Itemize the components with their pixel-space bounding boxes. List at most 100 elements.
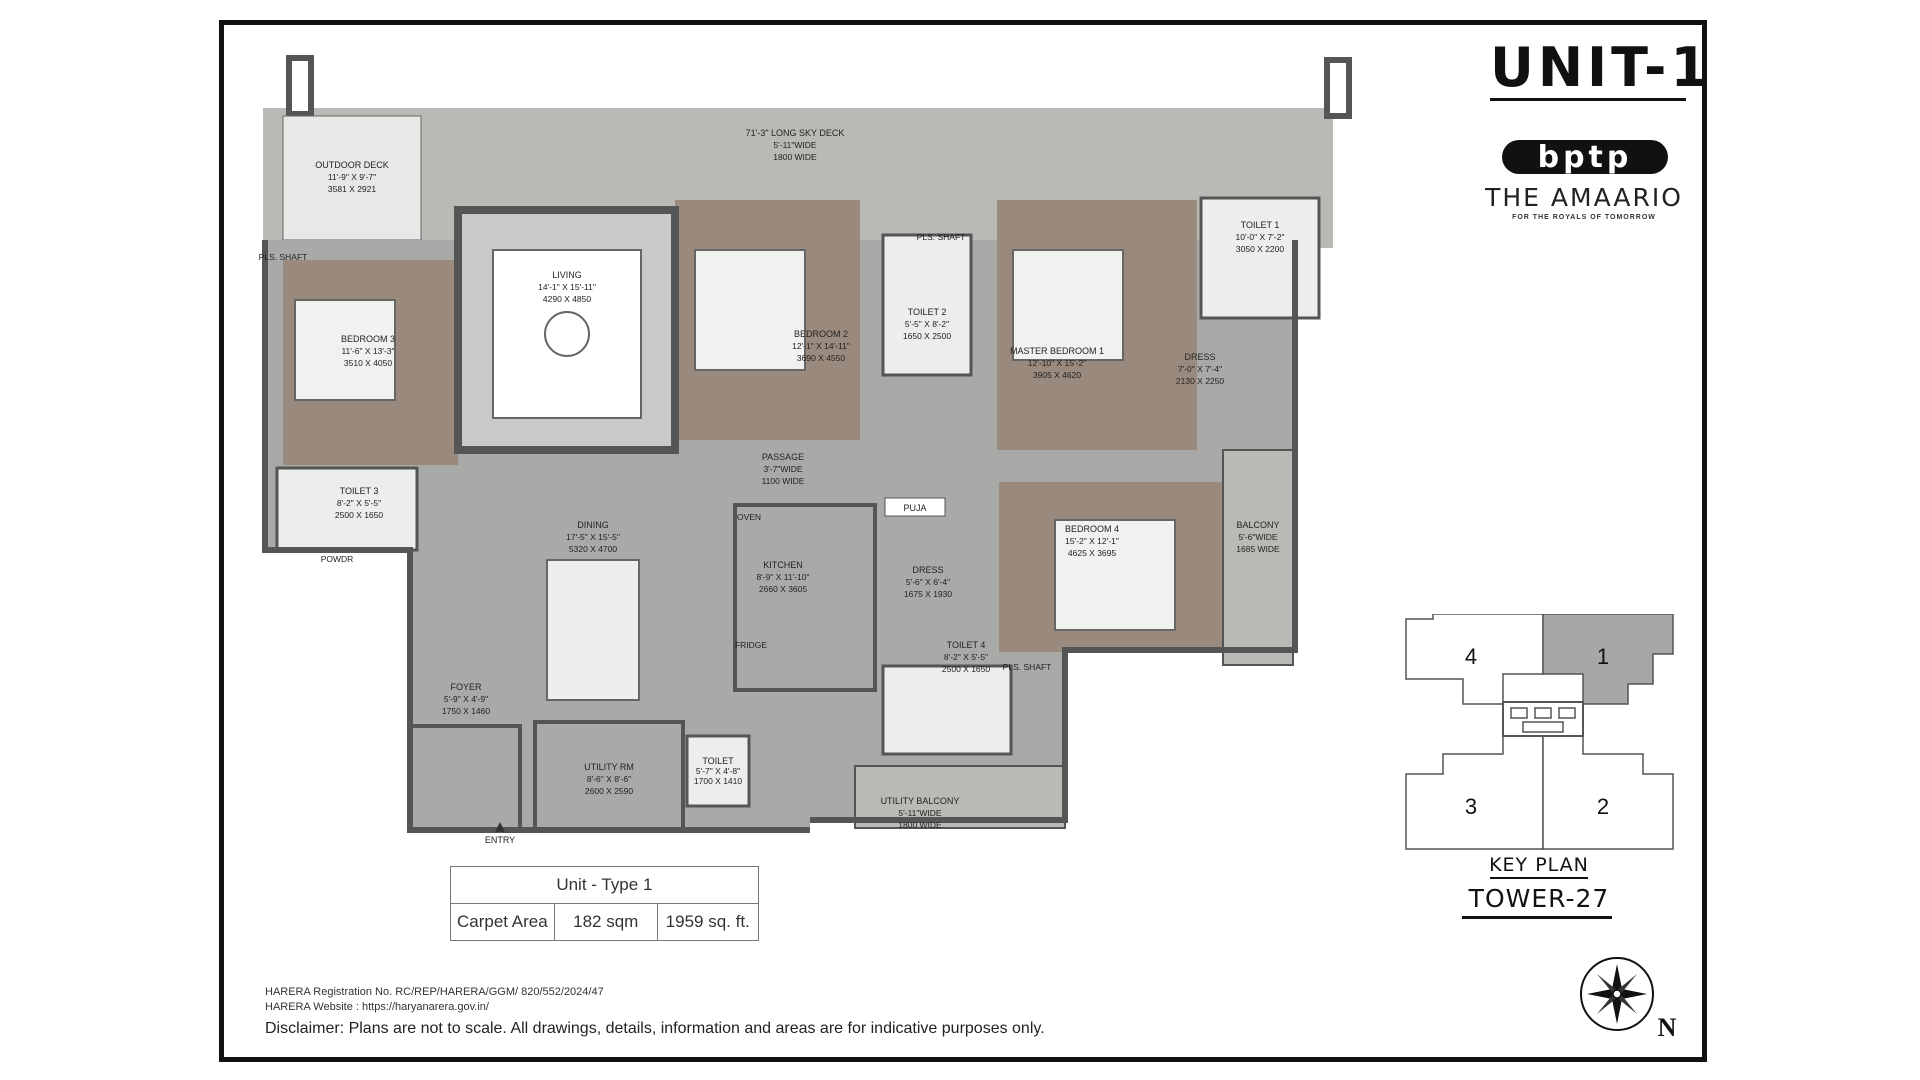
passage-label: PASSAGE: [762, 452, 804, 462]
sky-deck-dim-2: 1800 WIDE: [773, 152, 817, 162]
outer-walls: [262, 240, 1298, 833]
outdoor-deck: [282, 115, 422, 241]
dress-1-dim-2: 2130 X 2250: [1176, 376, 1224, 386]
small-toilet-dim-2: 1700 X 1410: [694, 776, 742, 786]
foyer-dim-2: 1750 X 1460: [442, 706, 490, 716]
bedroom-3-label: BEDROOM 3: [341, 334, 395, 344]
powder-label: POWDR: [321, 554, 354, 564]
living-dim-2: 4290 X 4850: [543, 294, 591, 304]
carpet-area-sqft: 1959 sq. ft.: [656, 903, 759, 941]
carpet-area-sqm: 182 sqm: [553, 903, 658, 941]
key-plan-label-3: 3: [1465, 794, 1477, 819]
passage-dim-2: 1100 WIDE: [762, 476, 805, 486]
deck-post-right: [1324, 57, 1352, 119]
brand-logo: bptp: [1502, 140, 1668, 175]
toilet-3-floor: [275, 466, 419, 552]
living-label: LIVING: [552, 270, 582, 280]
bedroom-4-dim-1: 15'-2" X 12'-1": [1065, 536, 1119, 546]
small-toilet-floor: [685, 734, 751, 808]
sky-deck-dim-1: 5'-11"WIDE: [773, 140, 817, 150]
living-center-table-icon: [544, 311, 590, 357]
toilet-1-floor: [1199, 196, 1321, 320]
pls-shaft-label-3: PLS. SHAFT: [1003, 662, 1052, 672]
toilet-2-floor: [881, 233, 973, 377]
balcony-floor: [1222, 449, 1294, 666]
puja-box: [884, 497, 946, 517]
toilet-2-label: TOILET 2: [908, 307, 947, 317]
bedroom-2-dim-1: 12'-1" X 14'-11": [792, 341, 850, 351]
key-plan-core-lift-4: [1522, 721, 1564, 733]
key-plan-label-1: 1: [1597, 644, 1609, 669]
unit-title-underline: [1490, 98, 1686, 101]
key-plan-unit-2: [1542, 733, 1674, 850]
living-rug: [492, 249, 642, 419]
kitchen-floor: [733, 503, 877, 692]
master-bed-icon: [1012, 249, 1124, 361]
north-label: N: [1658, 1013, 1677, 1042]
kitchen-dim-2: 2660 X 3605: [759, 584, 807, 594]
key-plan-core-lift-3: [1558, 707, 1576, 719]
utility-room-dim-1: 8'-6" X 8'-6": [587, 774, 631, 784]
key-plan-label-4: 4: [1465, 644, 1477, 669]
bedroom-3-dim-1: 11'-6" X 13'-3": [341, 346, 394, 356]
toilet-4-dim-1: 8'-2" X 5'-5": [944, 652, 988, 662]
dining-dim-1: 17'-5" X 15'-5": [566, 532, 620, 542]
compass-icon: N: [1580, 957, 1677, 1042]
toilet-1-label: TOILET 1: [1241, 220, 1280, 230]
key-plan-label-2: 2: [1597, 794, 1609, 819]
floor-plan: 71'-3" LONG SKY DECK 5'-11"WIDE 1800 WID…: [259, 55, 1352, 845]
outdoor-deck-dim-2: 3581 X 2921: [328, 184, 376, 194]
dress-1-label: DRESS: [1184, 352, 1215, 362]
bedroom-2-bed-icon: [694, 249, 806, 371]
carpet-area-label: Carpet Area: [450, 903, 555, 941]
key-plan-core-lift-1: [1510, 707, 1528, 719]
bedroom-4-dim-2: 4625 X 3695: [1068, 548, 1116, 558]
bedroom-4-bed-icon: [1054, 519, 1176, 631]
sky-deck-label: 71'-3" LONG SKY DECK: [746, 128, 845, 138]
bedroom-3-bed-icon: [294, 299, 396, 401]
brand-logo-text: bptp: [1538, 140, 1633, 175]
toilet-1-dim-2: 3050 X 2200: [1236, 244, 1284, 254]
dress-4-label: DRESS: [912, 565, 943, 575]
disclaimer: Disclaimer: Plans are not to scale. All …: [265, 1020, 1045, 1037]
dress-4-dim-2: 1675 X 1930: [904, 589, 952, 599]
key-plan-core-lift-2: [1534, 707, 1552, 719]
key-plan-unit-3: [1405, 733, 1544, 850]
toilet-3-label: TOILET 3: [340, 486, 379, 496]
harera-registration: HARERA Registration No. RC/REP/HARERA/GG…: [265, 986, 604, 998]
bedroom-2-label: BEDROOM 2: [794, 329, 848, 339]
bedroom-2-dim-2: 3690 X 4550: [797, 353, 845, 363]
dining-label: DINING: [577, 520, 609, 530]
utility-room-dim-2: 2600 X 2590: [585, 786, 633, 796]
unit-title: UNIT-1: [1490, 36, 1713, 99]
master-bedroom-dim-2: 3905 X 4620: [1033, 370, 1081, 380]
toilet-3-dim-2: 2500 X 1650: [335, 510, 383, 520]
toilet-4-label: TOILET 4: [947, 640, 986, 650]
balcony-dim-2: 1685 WIDE: [1236, 544, 1280, 554]
pls-shaft-label-1: PLS. SHAFT: [259, 252, 308, 262]
kitchen-dim-1: 8'-9" X 11'-10": [756, 572, 809, 582]
living-dim-1: 14'-1" X 15'-11": [538, 282, 596, 292]
toilet-3-dim-1: 8'-2" X 5'-5": [337, 498, 381, 508]
balcony-label: BALCONY: [1236, 520, 1279, 530]
balcony-dim-1: 5'-6"WIDE: [1238, 532, 1277, 542]
utility-room-label: UTILITY RM: [584, 762, 634, 772]
utility-balcony-label: UTILITY BALCONY: [881, 796, 960, 806]
pls-shaft-label-2: PLS. SHAFT: [917, 232, 966, 242]
foyer-dim-1: 5'-9" X 4'-9": [444, 694, 488, 704]
key-plan-unit-1: [1542, 614, 1674, 705]
tower-underline: [1462, 916, 1612, 919]
toilet-2-dim-1: 5'-5" X 8'-2": [905, 319, 949, 329]
dining-dim-2: 5320 X 4700: [569, 544, 617, 554]
dining-table-icon: [546, 559, 640, 701]
dress-1-dim-1: 7'-0" X 7'-4": [1178, 364, 1222, 374]
entry-label: ENTRY: [485, 835, 515, 845]
fridge-label: FRIDGE: [735, 640, 767, 650]
toilet-1-dim-1: 10'-0" X 7'-2": [1236, 232, 1285, 242]
entry-arrow-icon: [495, 822, 505, 832]
bedroom-4-label: BEDROOM 4: [1065, 524, 1119, 534]
kitchen-label: KITCHEN: [763, 560, 803, 570]
master-bedroom-dim-1: 12'-10" X 15'-2": [1028, 358, 1086, 368]
puja-label: PUJA: [903, 503, 926, 513]
key-plan-underline: [1490, 877, 1588, 879]
